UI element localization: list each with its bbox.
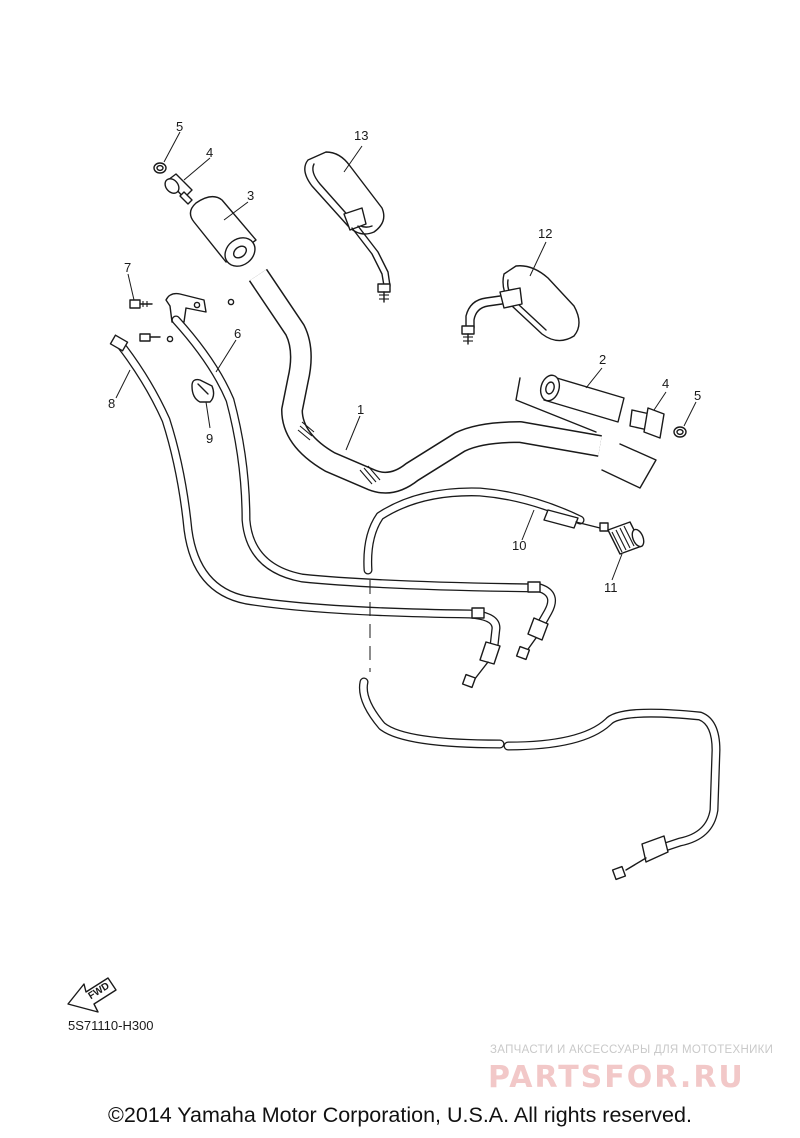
right-mirror <box>461 265 580 345</box>
left-bar-end <box>164 173 193 205</box>
cable-adjuster <box>607 521 645 555</box>
drawing-code: 5S71110-H300 <box>68 1018 154 1033</box>
callout-13: 13 <box>354 128 368 143</box>
callout-2: 2 <box>599 352 606 367</box>
callout-labels: 5 4 3 13 12 2 4 5 1 7 6 8 9 10 11 <box>108 119 701 595</box>
right-grip <box>515 374 657 489</box>
callout-9: 9 <box>206 431 213 446</box>
callout-4-right: 4 <box>662 376 669 391</box>
right-bar-end <box>629 407 665 439</box>
copyright-notice: ©2014 Yamaha Motor Corporation, U.S.A. A… <box>108 1103 692 1127</box>
callout-4-left: 4 <box>206 145 213 160</box>
callout-6: 6 <box>234 326 241 341</box>
cable-guide-bracket <box>165 292 207 323</box>
left-grip <box>189 195 257 267</box>
callout-7: 7 <box>124 260 131 275</box>
callout-5-right: 5 <box>694 388 701 403</box>
cable-small-bolt <box>139 298 235 343</box>
handlebar <box>248 268 602 494</box>
left-bar-end-screw <box>153 162 167 174</box>
clutch-cable <box>358 487 721 881</box>
watermark-tagline: ЗАПЧАСТИ И АКСЕССУАРЫ ДЛЯ МОТОТЕХНИКИ <box>490 1044 774 1056</box>
callout-12: 12 <box>538 226 552 241</box>
callout-1: 1 <box>357 402 364 417</box>
fwd-arrow: FWD <box>67 977 117 1013</box>
callout-8: 8 <box>108 396 115 411</box>
callout-5-left: 5 <box>176 119 183 134</box>
callout-11: 11 <box>604 580 618 595</box>
leader-lines <box>115 131 697 581</box>
throttle-cable-2 <box>171 315 557 661</box>
watermark-logo: PARTSFOR.RU <box>488 1060 745 1095</box>
callout-10: 10 <box>512 538 526 553</box>
callout-3: 3 <box>247 188 254 203</box>
left-mirror <box>304 151 391 303</box>
bolt <box>129 299 153 309</box>
cable-clamp <box>191 378 215 403</box>
right-bar-end-screw <box>673 426 687 438</box>
throttle-cable-1 <box>109 334 501 689</box>
